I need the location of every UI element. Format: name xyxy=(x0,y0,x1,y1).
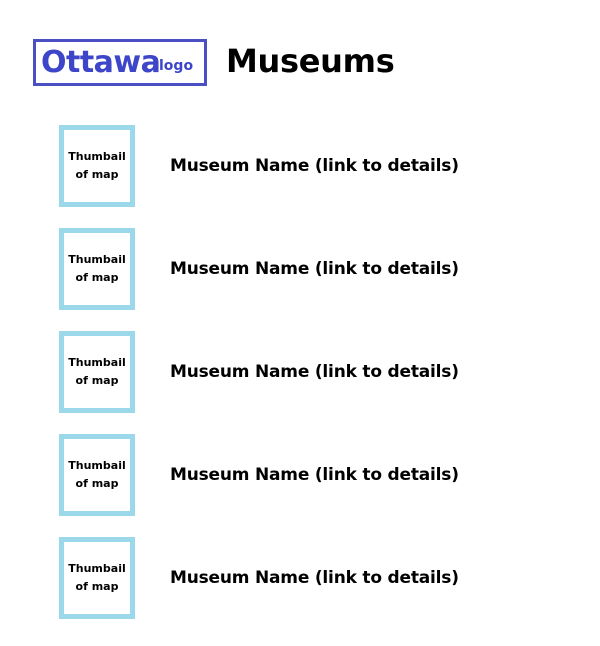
museum-list-item: Thumbail of map Museum Name (link to det… xyxy=(59,228,479,310)
museum-list-item: Thumbail of map Museum Name (link to det… xyxy=(59,434,479,516)
map-thumbnail[interactable]: Thumbail of map xyxy=(59,434,135,516)
thumbnail-label: Thumbail of map xyxy=(68,150,126,181)
museum-list-item: Thumbail of map Museum Name (link to det… xyxy=(59,537,479,619)
map-thumbnail[interactable]: Thumbail of map xyxy=(59,331,135,413)
thumbnail-label: Thumbail of map xyxy=(68,253,126,284)
museum-name-link[interactable]: Museum Name (link to details) xyxy=(170,259,459,279)
ottawa-logo[interactable]: Ottawa logo xyxy=(33,39,207,86)
logo-subtext: logo xyxy=(159,58,194,74)
map-thumbnail[interactable]: Thumbail of map xyxy=(59,228,135,310)
museum-name-link[interactable]: Museum Name (link to details) xyxy=(170,568,459,588)
page-title: Museums xyxy=(226,42,395,80)
thumbnail-label: Thumbail of map xyxy=(68,459,126,490)
museum-name-link[interactable]: Museum Name (link to details) xyxy=(170,465,459,485)
thumbnail-label: Thumbail of map xyxy=(68,562,126,593)
museum-name-link[interactable]: Museum Name (link to details) xyxy=(170,156,459,176)
map-thumbnail[interactable]: Thumbail of map xyxy=(59,537,135,619)
map-thumbnail[interactable]: Thumbail of map xyxy=(59,125,135,207)
museum-list-item: Thumbail of map Museum Name (link to det… xyxy=(59,331,479,413)
museum-list-item: Thumbail of map Museum Name (link to det… xyxy=(59,125,479,207)
museum-name-link[interactable]: Museum Name (link to details) xyxy=(170,362,459,382)
thumbnail-label: Thumbail of map xyxy=(68,356,126,387)
logo-wordmark: Ottawa xyxy=(41,45,161,80)
